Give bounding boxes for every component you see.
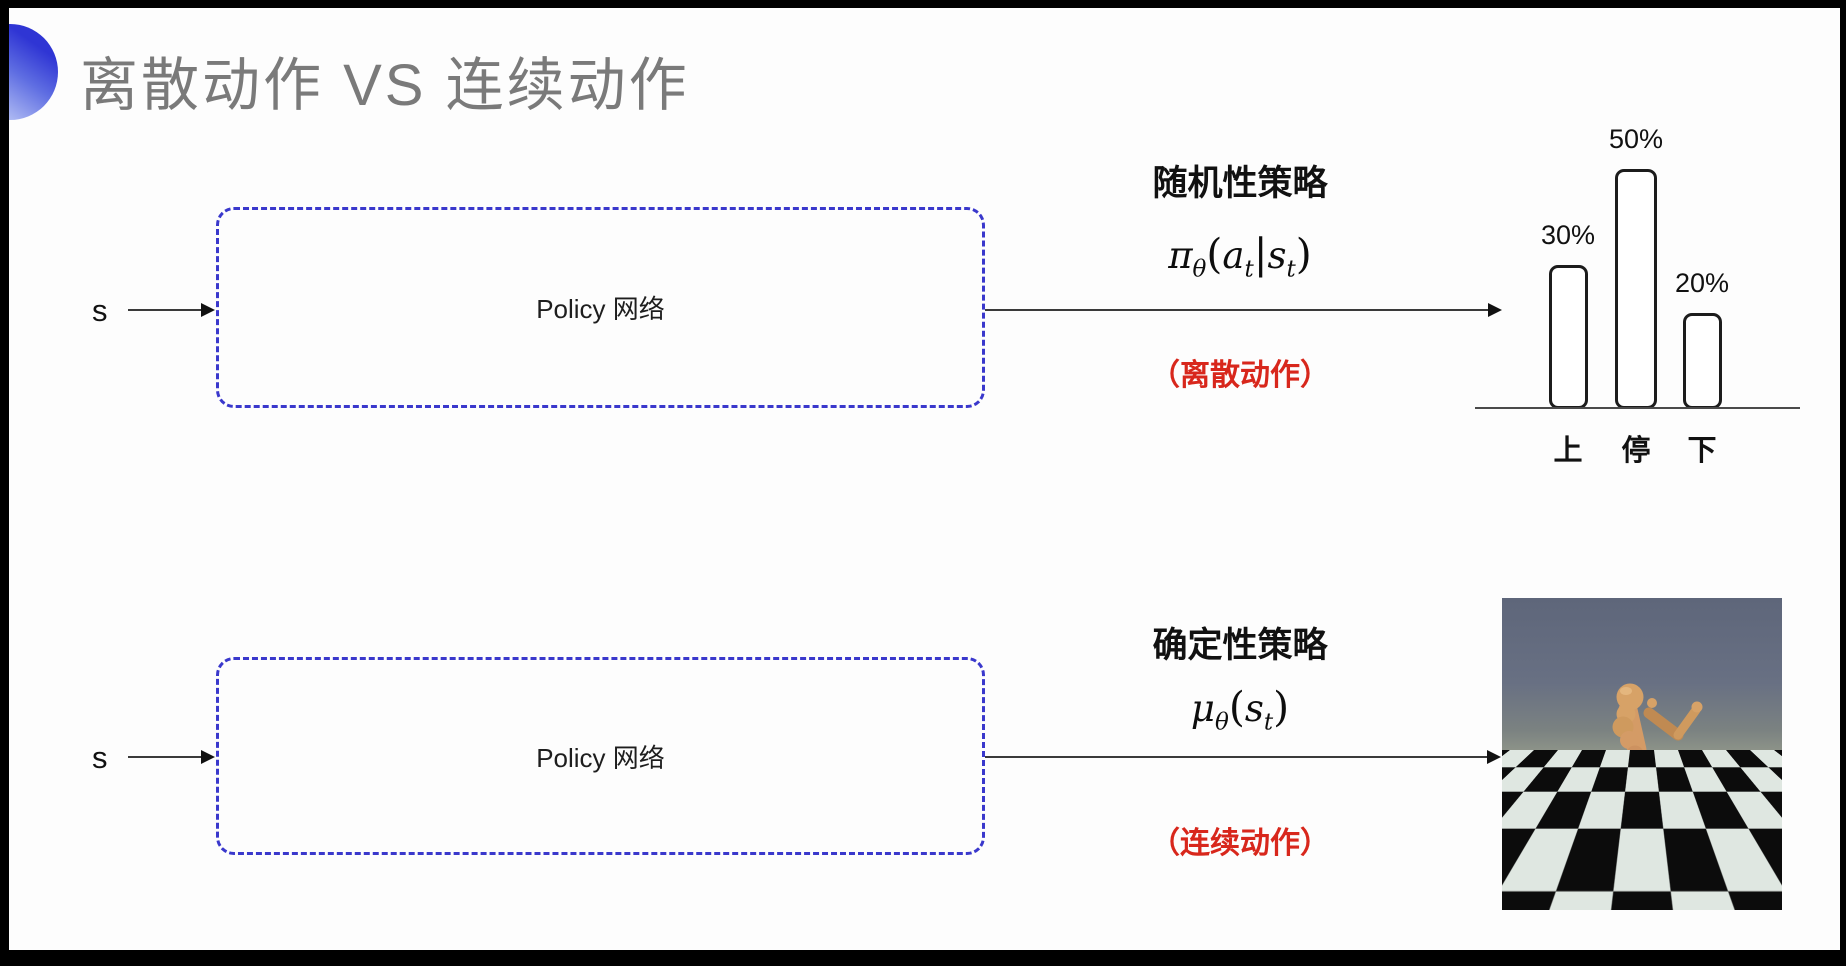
probability-bar-chart: 30% 50% 20% 上 停 下	[1475, 100, 1800, 470]
policy-box-label-bottom: Policy 网络	[536, 742, 665, 773]
bar-group-down: 20%	[1672, 268, 1732, 409]
deterministic-policy-title: 确定性策略	[1152, 626, 1328, 665]
formula-open-paren: (	[1228, 683, 1245, 731]
bar-value-label: 50%	[1608, 124, 1664, 154]
bar-up	[1548, 265, 1588, 409]
formula-close-paren: )	[1273, 683, 1290, 731]
formula-symbol: μ	[1190, 687, 1215, 730]
bar-value-label: 20%	[1674, 268, 1730, 298]
policy-network-box-top: Policy 网络	[216, 207, 985, 408]
bar-down	[1682, 313, 1722, 409]
page-title: 离散动作 VS 连续动作	[80, 53, 690, 118]
humanoid-robot-illustration	[1579, 683, 1703, 908]
formula-arg: s	[1244, 687, 1264, 730]
stochastic-policy-title: 随机性策略	[1152, 164, 1328, 203]
frame-top	[0, 0, 1846, 8]
formula-arg2: s	[1267, 234, 1287, 277]
formula-symbol: π	[1168, 234, 1193, 277]
output-arrow-top	[985, 303, 1502, 317]
chart-baseline	[1475, 407, 1800, 409]
category-label-down: 下	[1687, 435, 1717, 467]
frame-bottom	[0, 950, 1846, 966]
output-arrow-bottom	[985, 750, 1501, 764]
deterministic-policy-formula: μθ(st)	[1040, 683, 1440, 734]
continuous-action-note: （连续动作）	[1150, 827, 1330, 860]
mujoco-simulation-image	[1502, 598, 1782, 910]
discrete-action-note: （离散动作）	[1150, 359, 1330, 392]
bar-group-stop: 50%	[1606, 124, 1666, 409]
frame-left	[0, 0, 9, 966]
frame-right	[1840, 0, 1846, 966]
bar-stop	[1615, 169, 1657, 409]
formula-open-paren: (	[1206, 230, 1223, 278]
input-arrow-bottom	[128, 750, 215, 764]
policy-network-box-bottom: Policy 网络	[216, 657, 985, 855]
formula-arg: a	[1222, 234, 1245, 277]
input-arrow-top	[128, 303, 215, 317]
state-label-top: s	[92, 293, 108, 328]
sky-background	[1502, 598, 1782, 752]
stochastic-policy-formula: πθ(at|st)	[1040, 230, 1440, 281]
state-label-bottom: s	[92, 740, 108, 775]
formula-symbol-sub: θ	[1214, 709, 1229, 736]
category-label-up: 上	[1553, 435, 1583, 467]
bar-value-label: 30%	[1540, 220, 1596, 250]
formula-arg-sub: t	[1244, 256, 1254, 283]
formula-arg2-sub: t	[1286, 256, 1296, 283]
formula-separator: |	[1253, 230, 1268, 278]
formula-arg-sub: t	[1263, 709, 1274, 736]
category-label-stop: 停	[1621, 435, 1651, 467]
formula-close-paren: )	[1295, 230, 1312, 278]
formula-symbol-sub: θ	[1192, 256, 1207, 283]
bar-group-up: 30%	[1538, 220, 1598, 409]
policy-box-label-top: Policy 网络	[536, 294, 665, 324]
